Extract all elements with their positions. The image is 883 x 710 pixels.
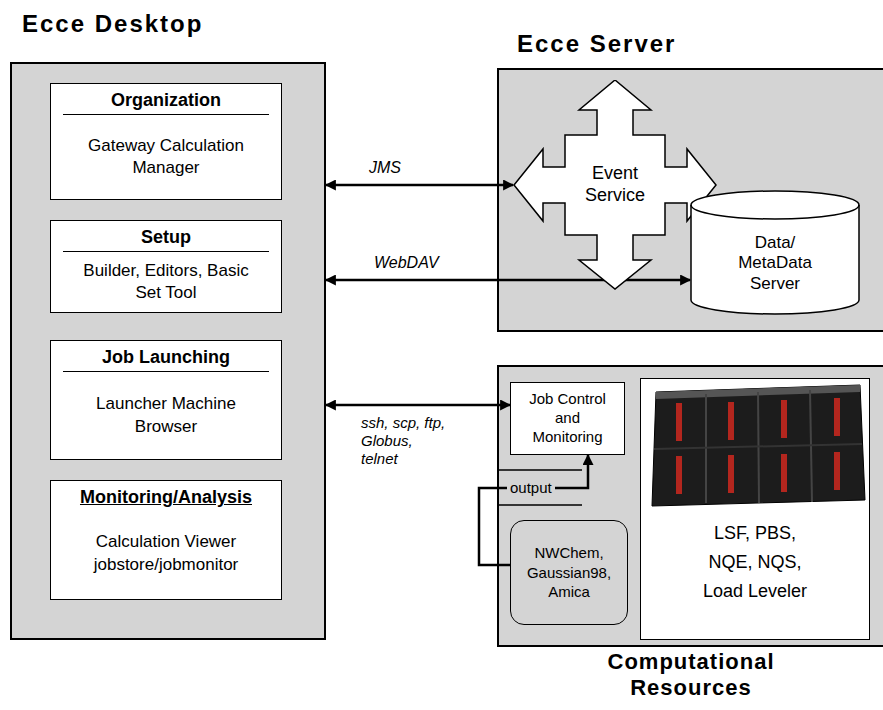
cabinet-light: [781, 400, 787, 438]
group-heading: Job Launching: [63, 347, 269, 372]
group-heading: Organization: [63, 90, 269, 115]
connector-label: WebDAV: [371, 253, 442, 273]
cabinet-body: [652, 385, 865, 506]
group-heading: Monitoring/Analysis: [80, 487, 252, 508]
tool-list: Calculation Viewer jobstore/jobmonitor: [76, 525, 256, 581]
database-cylinder: Data/ MetaData Server: [690, 190, 860, 315]
cabinet-divider: [758, 392, 759, 503]
tool-list: Gateway Calculation Manager: [76, 129, 256, 185]
cabinet-light: [676, 403, 682, 441]
panel-fills: [10, 62, 883, 647]
event-service-arrow: Event Service: [513, 80, 717, 290]
panel-fill: [497, 365, 883, 647]
connector-arrow: [326, 184, 513, 187]
panel-fill: [10, 62, 326, 640]
cabinet-light: [834, 452, 840, 490]
connector-label: ssh, scp, ftp, Globus, telnet: [358, 414, 450, 468]
cylinder-body: [691, 191, 859, 314]
group-box: Job LaunchingLauncher Machine Browser: [50, 340, 282, 460]
group-box: OrganizationGateway Calculation Manager: [50, 83, 282, 200]
output-rule: [499, 469, 582, 471]
cylinder-outline: [690, 190, 860, 315]
cabinet-light: [834, 398, 840, 436]
program-box: NWChem, Gaussian98, Amica: [510, 520, 628, 625]
tool-list: Builder, Editors, Basic Set Tool: [76, 254, 256, 310]
cabinet-light: [728, 402, 734, 440]
resources-panel: Computational ResourcesJob Control and M…: [497, 365, 883, 647]
desktop-panel: Ecce DesktopOrganizationGateway Calculat…: [10, 62, 326, 640]
program-label: NWChem, Gaussian98, Amica: [519, 539, 619, 606]
output-rule: [499, 504, 582, 506]
database-label: Data/ MetaData Server: [725, 233, 825, 294]
process-label: Job Control and Monitoring: [520, 386, 615, 450]
scheduler-label: LSF, PBS, NQE, NQS, Load Leveler: [693, 519, 817, 605]
panel-fill: [640, 378, 870, 640]
cabinet-light: [676, 456, 682, 494]
connector-arrow: [326, 279, 690, 282]
connector-arrow: [326, 404, 510, 407]
cabinet-light: [728, 455, 734, 493]
cylinder-rim: [691, 205, 859, 219]
panel-title: Ecce Desktop: [22, 10, 203, 38]
process-box: Job Control and Monitoring: [510, 382, 625, 455]
scheduler-box: LSF, PBS, NQE, NQS, Load Leveler: [640, 378, 870, 640]
connector-label: JMS: [366, 158, 404, 178]
panel-title: Ecce Server: [517, 30, 676, 58]
connector-label: output: [507, 479, 555, 497]
cabinet-divider: [654, 444, 862, 449]
tool-list: Launcher Machine Browser: [76, 387, 256, 443]
panel-title: Computational Resources: [499, 649, 883, 701]
group-box: SetupBuilder, Editors, Basic Set Tool: [50, 220, 282, 313]
service-label: Event Service: [567, 163, 663, 206]
cabinet-illustration: [652, 385, 865, 506]
group-heading: Setup: [63, 227, 269, 252]
group-box: Monitoring/AnalysisCalculation Viewer jo…: [50, 480, 282, 600]
server-panel: Ecce ServerEvent ServiceData/ MetaData S…: [497, 68, 883, 332]
panel-fill: [497, 68, 883, 332]
arrow-shape: [514, 80, 716, 289]
cabinet-light: [781, 454, 787, 492]
